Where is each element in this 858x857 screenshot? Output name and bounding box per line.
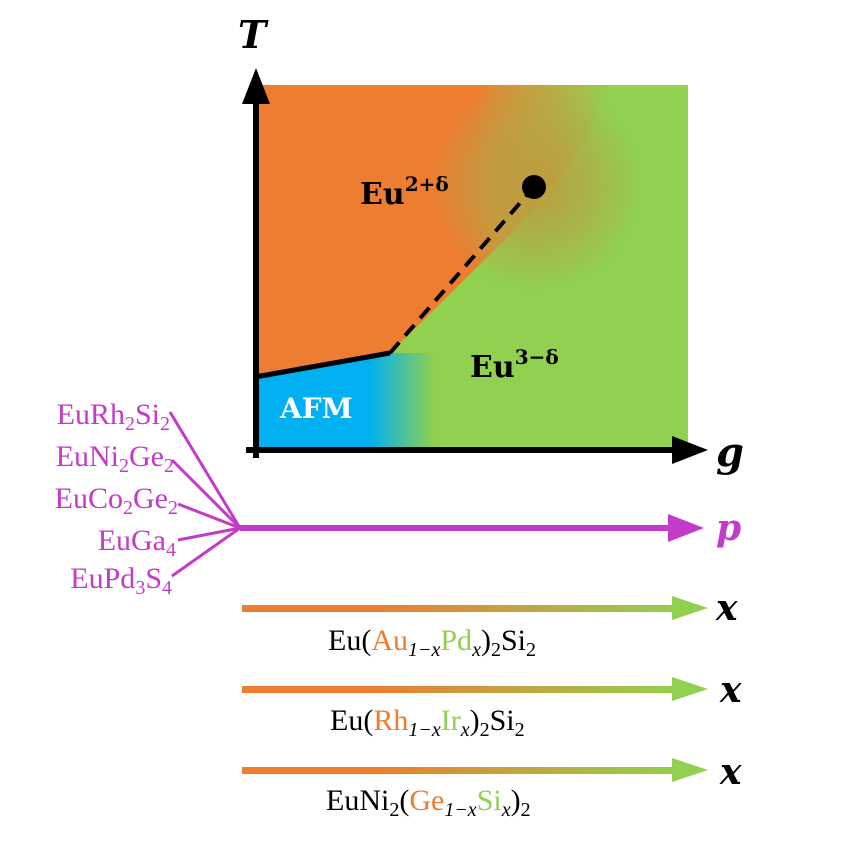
fan-line-1: [168, 411, 242, 529]
t-axis-arrowhead: [242, 68, 270, 104]
doping-compound-2: Eu(Rh1−xIrx)2Si2: [330, 704, 525, 741]
pressure-arrowhead: [668, 514, 704, 542]
afm-boundary-line: [254, 350, 391, 380]
pressure-label: p: [716, 507, 741, 549]
region-label-eu-2plus: Eu2+δ: [360, 172, 449, 212]
compound-eupd3s4: EuPd3S4: [70, 562, 172, 599]
fan-line-3: [177, 502, 241, 530]
doping-arrow-2-shaft: [242, 686, 678, 693]
doping-arrow-1: [242, 596, 708, 620]
critical-point: [522, 175, 546, 199]
t-axis-label: T: [238, 12, 269, 57]
doping-label-1: x: [715, 587, 738, 629]
doping-arrow-3: [242, 758, 708, 782]
afm-region: [255, 353, 440, 450]
crossover-dashed-line: [388, 186, 535, 355]
doping-compound-3: EuNi2(Ge1−xSix)2: [326, 784, 531, 821]
fan-line-4: [177, 526, 241, 542]
fan-line-5: [171, 526, 241, 578]
doping-label-2: x: [719, 669, 742, 711]
pressure-compounds: EuRh2Si2 EuNi2Ge2 EuCo2Ge2 EuGa4 EuPd3S4: [55, 398, 178, 599]
g-axis-arrowhead: [672, 436, 708, 464]
doping-arrow-2: [242, 677, 708, 701]
doping-arrow-3-shaft: [242, 767, 678, 774]
g-axis-label: g: [716, 429, 744, 476]
doping-arrow-1-shaft: [242, 605, 678, 612]
doping-label-3: x: [719, 751, 742, 793]
doping-arrow-3-head: [672, 758, 708, 782]
doping-arrow-1-head: [672, 596, 708, 620]
region-label-eu-3minus: Eu3−δ: [470, 345, 559, 385]
doping-compound-1: Eu(Au1−xPdx)2Si2: [328, 624, 536, 661]
compound-euco2ge2: EuCo2Ge2: [55, 482, 178, 519]
compound-eurh2si2: EuRh2Si2: [57, 398, 170, 435]
orange-core: [255, 85, 480, 377]
compound-euni2ge2: EuNi2Ge2: [56, 440, 174, 477]
region-label-afm: AFM: [279, 392, 353, 425]
doping-arrow-2-head: [672, 677, 708, 701]
compound-euga4: EuGa4: [98, 524, 176, 561]
pressure-fan: [168, 411, 242, 578]
fan-line-2: [170, 458, 242, 530]
